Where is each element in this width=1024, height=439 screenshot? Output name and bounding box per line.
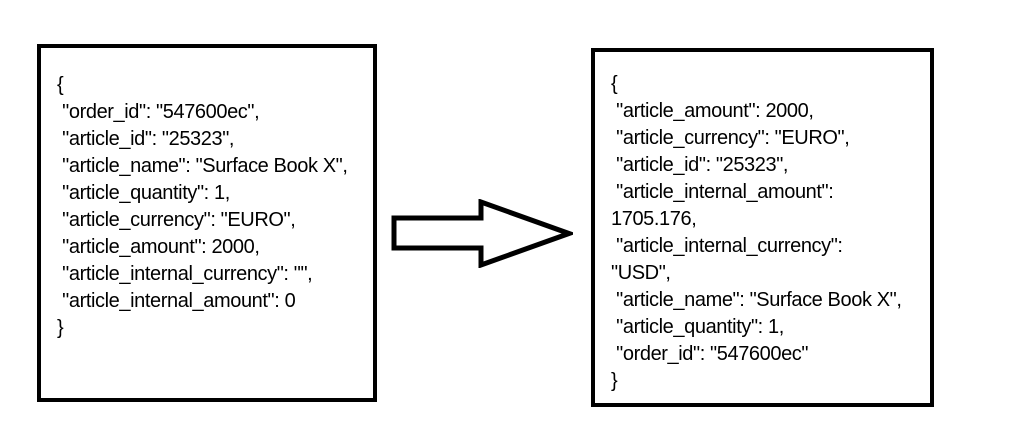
code-line: "article_quantity": 1, [611, 316, 784, 338]
code-line: "article_internal_amount": 0 [57, 290, 296, 312]
code-line: } [611, 370, 618, 392]
code-line: "article_id": "25323", [611, 154, 789, 176]
code-line: "article_id": "25323", [57, 128, 235, 150]
code-line: "article_internal_amount": [611, 181, 834, 203]
code-line: "article_amount": 2000, [57, 236, 260, 258]
json-before-box: { "order_id": "547600ec", "article_id": … [37, 44, 377, 402]
code-line: "article_amount": 2000, [611, 100, 814, 122]
code-line: "order_id": "547600ec", [57, 101, 260, 123]
code-line: "article_quantity": 1, [57, 182, 230, 204]
code-line: { [611, 73, 618, 95]
code-line: "article_internal_currency": "", [57, 263, 313, 285]
transform-right-arrow-icon [391, 199, 573, 268]
code-line: "article_name": "Surface Book X", [611, 289, 902, 311]
code-line: "article_internal_currency": [611, 235, 843, 257]
code-line: "article_currency": "EURO", [611, 127, 850, 149]
code-line: "USD", [611, 262, 671, 284]
json-after-box: { "article_amount": 2000, "article_curre… [591, 48, 934, 407]
code-line: { [57, 74, 64, 96]
code-line: "article_name": "Surface Book X", [57, 155, 348, 177]
code-line: "article_currency": "EURO", [57, 209, 296, 231]
code-line: "order_id": "547600ec" [611, 343, 809, 365]
code-line: 1705.176, [611, 208, 697, 230]
code-line: } [57, 317, 64, 339]
